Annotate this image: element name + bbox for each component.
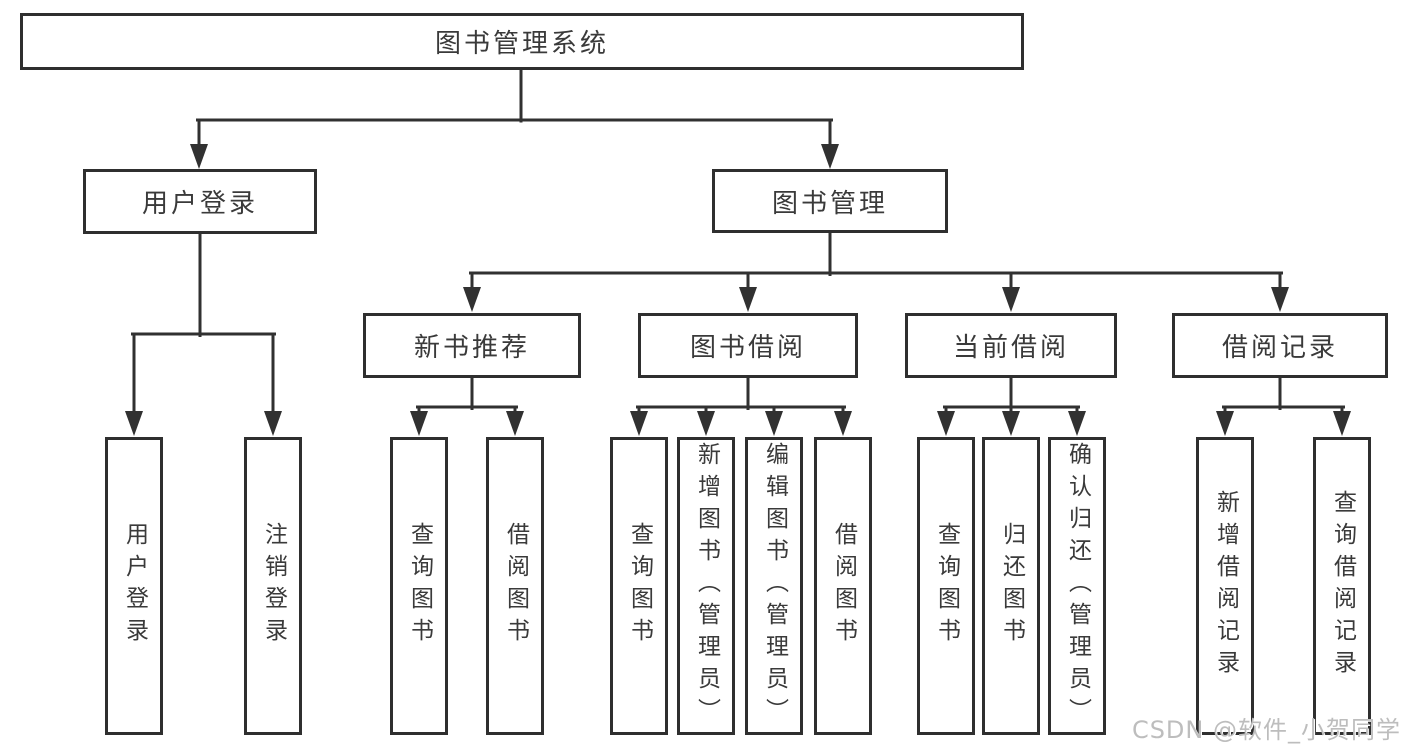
node-logout: 注销登录: [244, 437, 302, 735]
node-borrow-books-recommend: 借阅图书: [486, 437, 544, 735]
node-label: 查询图书: [933, 522, 960, 650]
node-new-book-recommend: 新书推荐: [363, 313, 581, 378]
connector-userlogin-to-leaves: [125, 231, 282, 436]
node-query-books-current: 查询图书: [917, 437, 975, 735]
node-confirm-return-admin: 确认归还（管理员）: [1048, 437, 1106, 735]
node-label: 查询图书: [626, 522, 653, 650]
node-label: 确认归还（管理员）: [1064, 442, 1091, 730]
node-book-borrowing: 图书借阅: [638, 313, 858, 378]
connector-records-to-leaves: [1216, 375, 1351, 436]
node-query-books-borrowing: 查询图书: [610, 437, 668, 735]
node-user-login: 用户登录: [105, 437, 163, 735]
node-label: 当前借阅: [952, 333, 1069, 363]
node-user-login-branch: 用户登录: [83, 169, 317, 234]
node-label: 用户登录: [141, 189, 258, 219]
node-label: 归还图书: [998, 522, 1025, 650]
node-label: 借阅图书: [830, 522, 857, 650]
connector-root-to-level2: [190, 67, 839, 169]
node-label: 新增借阅记录: [1212, 490, 1239, 682]
node-borrow-records: 借阅记录: [1172, 313, 1388, 378]
node-label: 借阅记录: [1221, 333, 1338, 363]
node-edit-books-admin: 编辑图书（管理员）: [745, 437, 803, 735]
node-add-borrow-record: 新增借阅记录: [1196, 437, 1254, 735]
connector-bookmgmt-to-level3: [463, 230, 1289, 312]
node-query-borrow-record: 查询借阅记录: [1313, 437, 1371, 735]
node-root-label: 图书管理系统: [434, 29, 609, 59]
node-label: 编辑图书（管理员）: [761, 442, 788, 730]
node-root-library-system: 图书管理系统: [20, 13, 1024, 70]
node-book-management: 图书管理: [712, 169, 948, 233]
csdn-watermark: CSDN @软件_小贺同学: [1131, 716, 1401, 744]
node-label: 查询借阅记录: [1329, 490, 1356, 682]
node-current-borrowing: 当前借阅: [905, 313, 1117, 378]
node-label: 图书管理: [771, 188, 888, 219]
node-label: 注销登录: [260, 522, 287, 650]
node-label: 图书借阅: [689, 333, 806, 363]
node-label: 新书推荐: [413, 333, 530, 363]
node-query-books-recommend: 查询图书: [390, 437, 448, 735]
connector-current-to-leaves: [937, 375, 1086, 436]
node-add-books-admin: 新增图书（管理员）: [677, 437, 735, 735]
node-label: 查询图书: [406, 522, 433, 650]
node-return-books: 归还图书: [982, 437, 1040, 735]
node-label: 用户登录: [121, 522, 148, 650]
node-borrow-books-borrowing: 借阅图书: [814, 437, 872, 735]
node-label: 新增图书（管理员）: [693, 442, 720, 730]
connector-borrowing-to-leaves: [630, 375, 852, 436]
connector-recommend-to-leaves: [410, 375, 524, 436]
node-label: 借阅图书: [502, 522, 529, 650]
